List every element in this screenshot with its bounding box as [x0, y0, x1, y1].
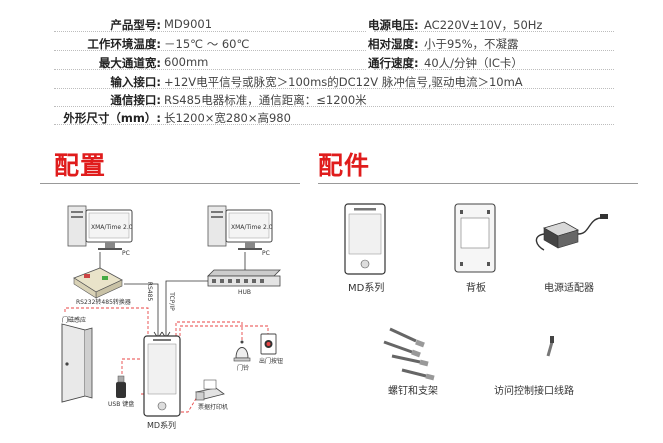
- cable-icon: [546, 336, 554, 357]
- spec-label-humidity: 相对湿度:: [368, 37, 419, 51]
- spec-label-model: 产品型号:: [110, 18, 161, 32]
- spec-row-input: [54, 71, 614, 89]
- backplate-icon: [454, 203, 496, 273]
- exit-button-icon: [260, 333, 277, 355]
- spec-row-voltage: [374, 14, 614, 32]
- spec-value-comm: RS485电器标准，通信距离：≤1200米: [164, 93, 367, 107]
- pc-icon: [67, 205, 133, 250]
- spec-label-temp: 工作环境温度:: [87, 37, 161, 51]
- software-label-2: XMA/Time 2.0: [231, 224, 273, 231]
- spec-label-input: 输入接口:: [110, 75, 161, 89]
- usb-label: USB 键盘: [108, 401, 135, 408]
- door-icon: [61, 323, 93, 403]
- spec-label-size: 外形尺寸（mm）:: [63, 111, 161, 125]
- printer-label: 票据打印机: [198, 404, 229, 411]
- accessories-title: 配件: [318, 151, 371, 180]
- spec-value-humidity: 小于95%，不凝露: [424, 37, 519, 51]
- printer-icon: [195, 379, 225, 401]
- spec-label-comm: 通信接口:: [110, 93, 161, 107]
- accessories-panel: MD系列 背板 电源适配器 螺钉和支架 访问控制接口线路: [318, 183, 638, 433]
- cable-label: 访问控制接口线路: [494, 386, 574, 397]
- config-title: 配置: [54, 151, 107, 180]
- spec-row-humidity: [374, 33, 614, 51]
- config-panel: XMA/Time 2.0 XMA/Time 2.0 PC PC RS232转48…: [40, 183, 300, 433]
- spec-value-input: +12V电平信号或脉宽＞100ms的DC12V 脉冲信号,驱动电流＞10mA: [164, 75, 523, 89]
- spec-value-width: 600mm: [164, 55, 209, 69]
- spec-row-model: [54, 14, 366, 32]
- md-accessory-label: MD系列: [348, 283, 385, 294]
- screws-icon: [383, 327, 435, 381]
- screws-label: 螺钉和支架: [388, 386, 438, 397]
- backplate-label: 背板: [466, 283, 486, 294]
- pc-icon: [207, 205, 273, 250]
- software-label: XMA/Time 2.0: [91, 224, 133, 231]
- spec-table: 产品型号: MD9001 电源电压: AC220V±10V，50Hz 工作环境温…: [0, 0, 663, 130]
- door-sensor-label: 门磁感应: [62, 317, 87, 324]
- pc-label: PC: [122, 250, 130, 257]
- spec-label-speed: 通行速度:: [368, 56, 419, 70]
- bell-icon: [233, 340, 251, 362]
- spec-row-width: [54, 52, 366, 70]
- spec-label-width: 最大通道宽:: [98, 56, 161, 70]
- hub-icon: [207, 269, 281, 287]
- spec-row-speed: [374, 52, 614, 70]
- bell-label: 门铃: [237, 365, 250, 372]
- spec-value-voltage: AC220V±10V，50Hz: [424, 18, 543, 32]
- spec-value-size: 长1200×宽280×高980: [164, 111, 291, 125]
- tcpip-label: TCP/IP: [167, 292, 175, 311]
- power-adapter-icon: [535, 214, 608, 251]
- power-adapter-label: 电源适配器: [544, 283, 594, 294]
- converter-icon: [73, 267, 123, 299]
- spec-row-temp: [54, 33, 366, 51]
- spec-row-size: [54, 107, 614, 125]
- md-device-label: MD系列: [147, 421, 177, 430]
- md-device-icon: [143, 335, 181, 417]
- spec-label-voltage: 电源电压:: [368, 18, 419, 32]
- rs485-label: RS485: [146, 281, 154, 302]
- converter-label: RS232转485转换器: [76, 299, 131, 306]
- hub-label: HUB: [238, 289, 252, 296]
- spec-row-comm: [54, 89, 614, 107]
- accessories-drawing: [344, 203, 608, 381]
- exit-button-label: 出门按钮: [259, 358, 284, 365]
- spec-value-speed: 40人/分钟（IC卡）: [424, 56, 523, 70]
- spec-value-temp: －15℃ ～ 60℃: [164, 37, 250, 51]
- md-device-icon: [344, 203, 386, 275]
- pc-label-2: PC: [262, 250, 270, 257]
- config-diagram: [61, 205, 281, 417]
- spec-value-model: MD9001: [164, 17, 213, 31]
- usb-icon: [116, 375, 126, 398]
